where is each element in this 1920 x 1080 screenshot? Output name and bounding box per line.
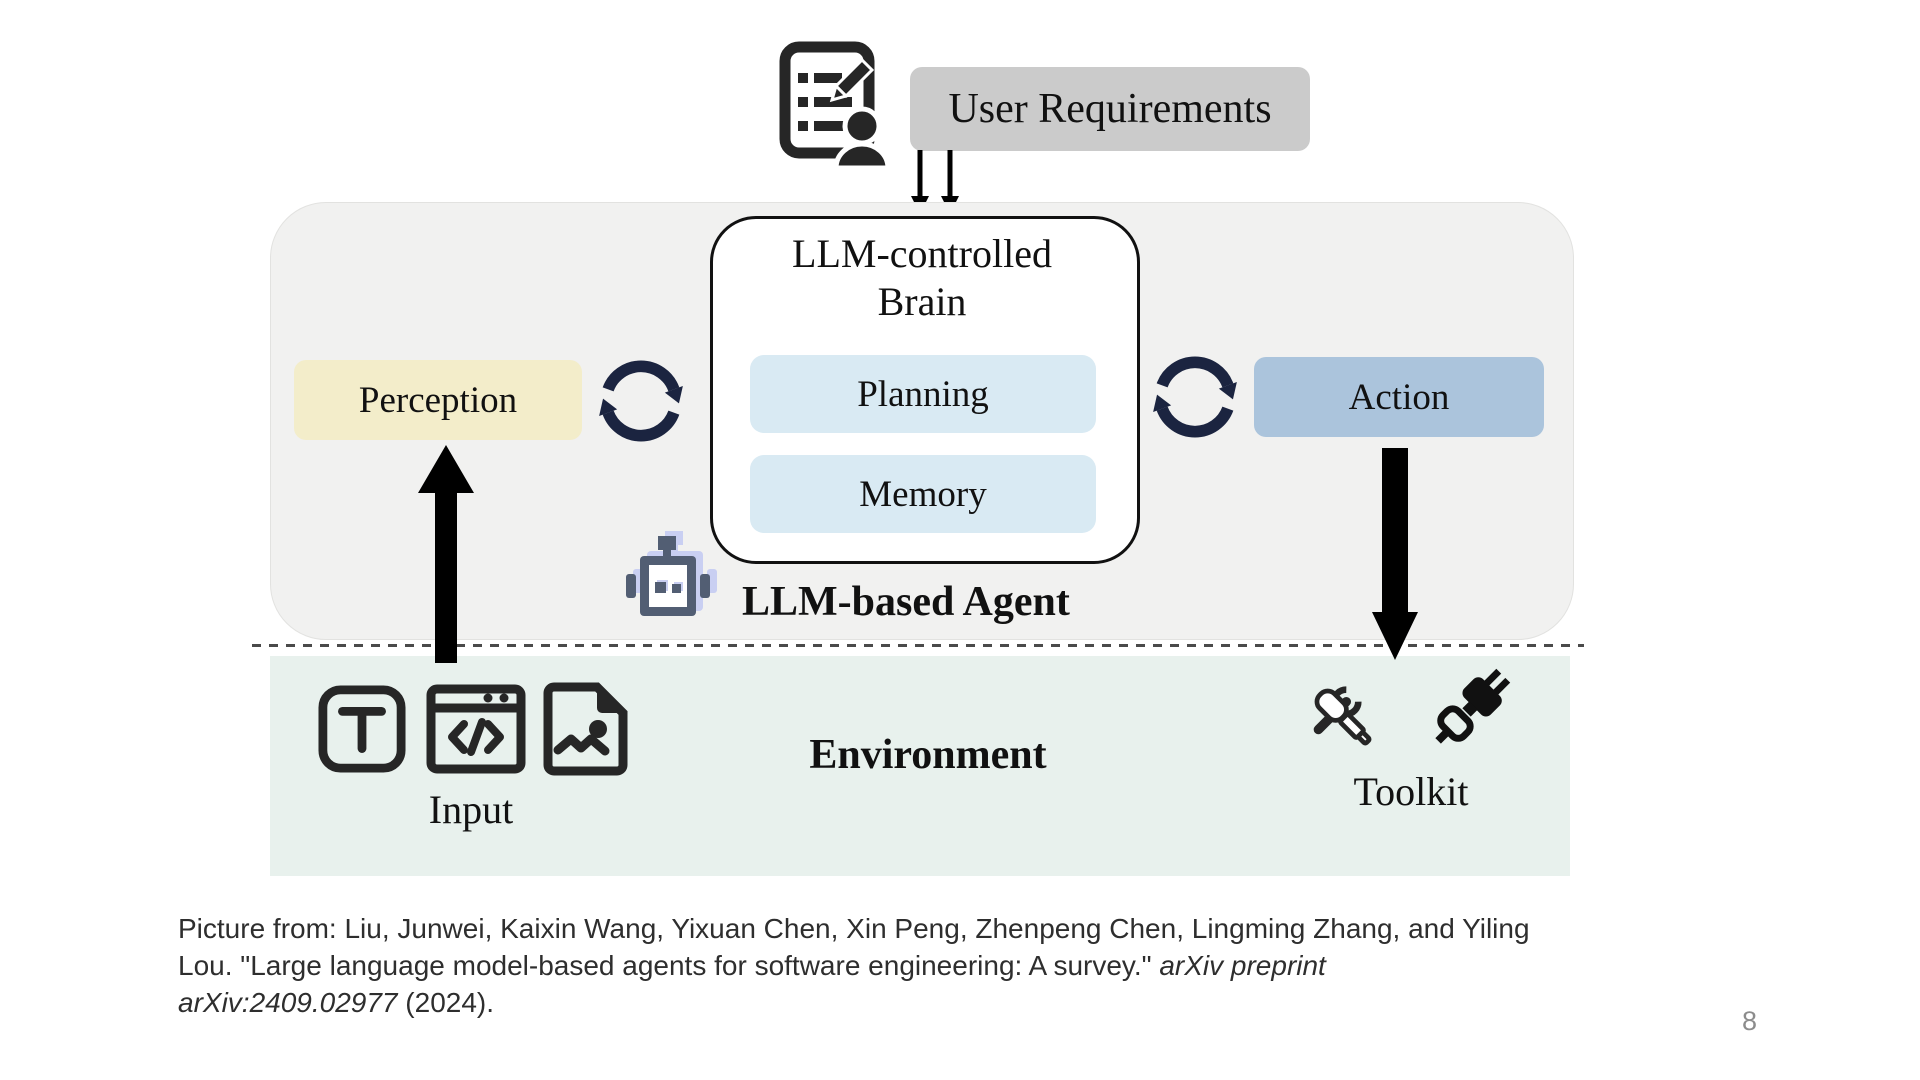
caption-line3-italic: arXiv:2409.02977 (178, 987, 398, 1018)
pencil-icon (829, 57, 875, 103)
caption-line1: Picture from: Liu, Junwei, Kaixin Wang, … (178, 913, 1530, 944)
page-number: 8 (1742, 1006, 1758, 1036)
agent-label: LLM-based Agent (742, 579, 1070, 625)
input-label: Input (428, 787, 514, 832)
image-input-icon (543, 682, 628, 776)
toolkit-plug-icon (1435, 668, 1511, 744)
toolkit-label: Toolkit (1353, 769, 1469, 814)
text-input-icon (318, 685, 406, 773)
caption-line2: Lou. "Large language model-based agents … (178, 947, 1638, 984)
planning-label: Planning (857, 373, 989, 415)
action-label: Action (1348, 376, 1450, 418)
caption-line3: arXiv:2409.02977 (2024). (178, 984, 1638, 1021)
action-to-toolkit-arrow (1372, 448, 1418, 660)
perception-label: Perception (358, 379, 518, 421)
caption: Picture from: Liu, Junwei, Kaixin Wang, … (178, 910, 1638, 1021)
caption-line2-italic: arXiv preprint (1159, 950, 1326, 981)
llm-brain-title-line1: LLM-controlled (792, 231, 1052, 276)
code-input-icon (426, 684, 526, 774)
caption-line2-text: Lou. "Large language model-based agents … (178, 950, 1160, 981)
llm-brain-title-line2: Brain (877, 279, 967, 324)
toolkit-tools-icon (1313, 686, 1372, 746)
llm-brain-title: LLM-controlled Brain (710, 230, 1134, 326)
screwdriver-icon (1314, 688, 1372, 746)
caption-line3-text: (2024). (397, 987, 495, 1018)
robot-icon (626, 531, 717, 616)
user-requirements-label: User Requirements (948, 86, 1272, 132)
cycle-arrows-right-icon (1153, 356, 1237, 438)
input-to-perception-arrow (418, 445, 474, 663)
memory-label: Memory (859, 473, 987, 515)
requirements-document-icon (779, 41, 891, 168)
user-requirements-box: User Requirements (910, 67, 1310, 151)
planning-box: Planning (750, 355, 1096, 433)
memory-box: Memory (750, 455, 1096, 533)
cycle-arrows-left-icon (599, 360, 683, 442)
user-icon (833, 106, 891, 168)
environment-label: Environment (809, 732, 1047, 778)
action-box: Action (1254, 357, 1544, 437)
dashed-separator (252, 644, 1584, 647)
perception-box: Perception (294, 360, 582, 440)
